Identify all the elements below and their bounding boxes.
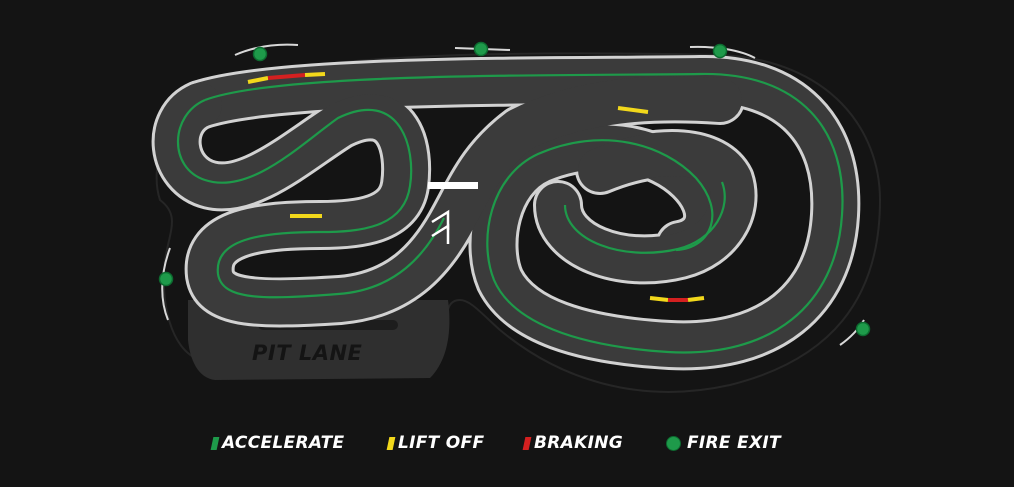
legend-item-fire-exit: FIRE EXIT — [666, 431, 781, 455]
fire-exit-icon — [473, 41, 489, 57]
fire-exit-icon — [252, 46, 268, 62]
fire-exits — [158, 41, 871, 337]
legend-label: ACCELERATE — [222, 433, 345, 453]
legend: ACCELERATE LIFT OFF BRAKING FIRE EXIT — [0, 431, 1014, 455]
braking-swatch-icon — [522, 436, 532, 450]
lift-off-marker — [617, 106, 649, 114]
fire-exit-arcs — [161, 43, 865, 346]
pit-lane-label: PIT LANE — [252, 341, 363, 365]
lift-off-marker — [649, 296, 669, 302]
track-surface — [151, 54, 861, 371]
fire-exit-icon — [666, 435, 681, 451]
accelerate-swatch-icon — [210, 436, 220, 450]
legend-label: FIRE EXIT — [687, 433, 781, 453]
legend-item-braking: BRAKING — [522, 431, 623, 455]
speed-markers — [247, 72, 705, 302]
fire-exit-icon — [712, 43, 728, 59]
braking-marker — [267, 73, 306, 80]
legend-label: BRAKING — [534, 433, 623, 453]
lift-off-marker — [687, 296, 705, 302]
lift-off-swatch-icon — [386, 436, 396, 450]
fire-exit-icon — [158, 271, 174, 287]
chevron-up-right-icon — [431, 209, 450, 244]
legend-label: LIFT OFF — [398, 433, 485, 453]
racing-line — [176, 72, 844, 354]
lift-off-marker — [247, 76, 269, 84]
lift-off-marker — [304, 72, 326, 77]
legend-item-lift-off: LIFT OFF — [386, 431, 485, 455]
start-finish-line — [428, 182, 478, 189]
fire-exit-icon — [855, 321, 871, 337]
legend-item-accelerate: ACCELERATE — [210, 431, 345, 455]
